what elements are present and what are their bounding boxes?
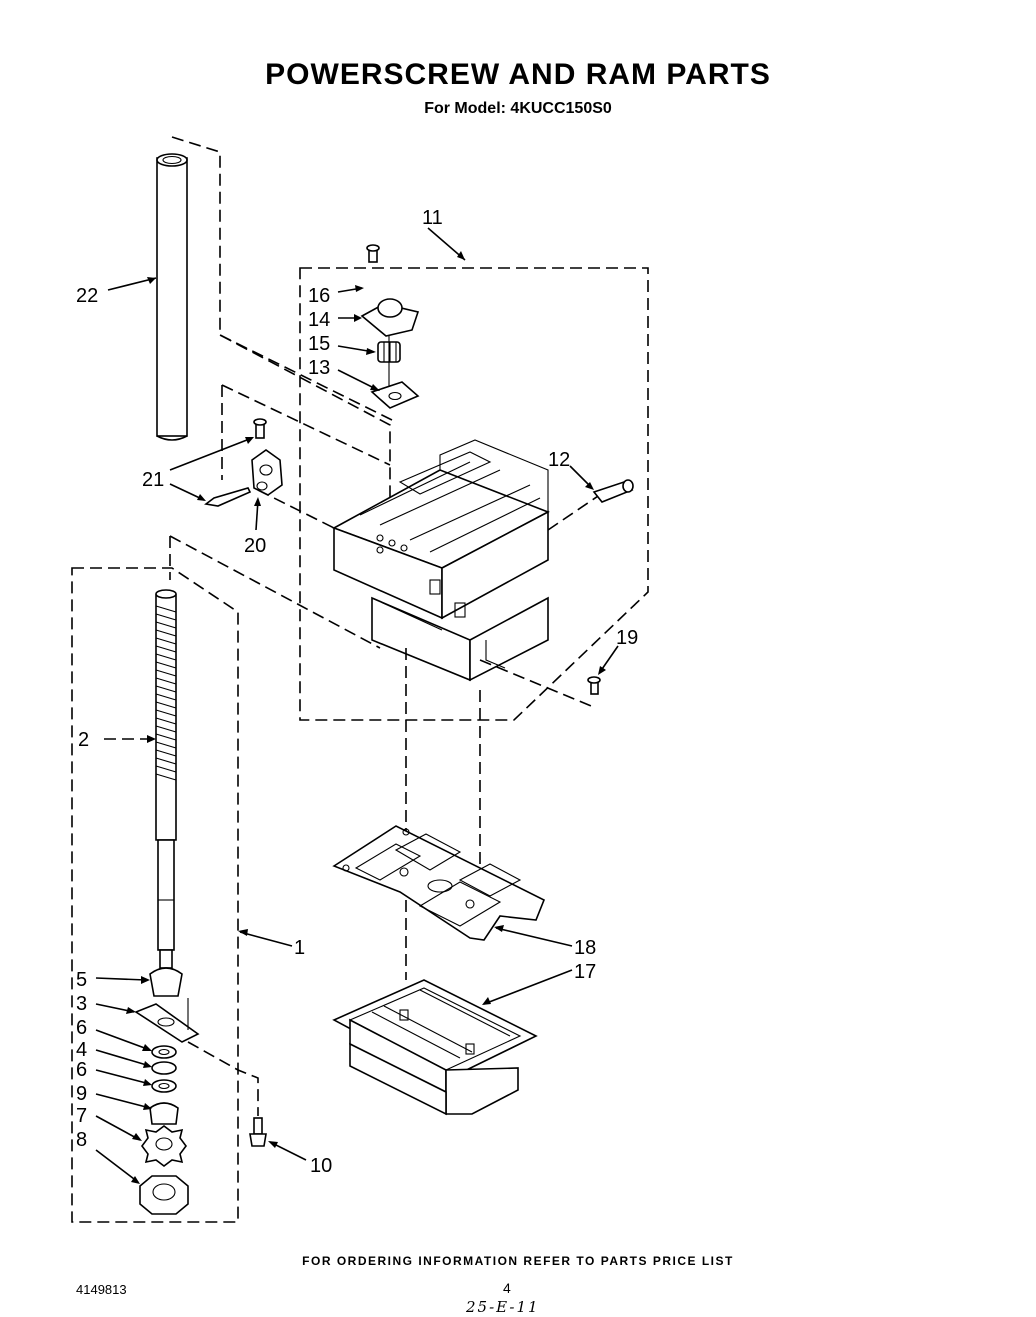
part-9-bearing	[149, 1102, 179, 1125]
part-8-nut	[139, 1175, 189, 1215]
part-5-bushing	[149, 967, 183, 997]
projection-line	[171, 136, 391, 530]
callout-3: 3	[76, 993, 87, 1015]
part-7-sprocket	[141, 1125, 187, 1167]
assembly-11-boundary	[299, 267, 649, 721]
document-number: 4149813	[76, 1282, 127, 1297]
part-6-washer-upper	[151, 1045, 177, 1059]
part-2-powerscrew	[155, 589, 177, 969]
part-12-pin	[592, 479, 634, 503]
part-17-pan	[332, 979, 538, 1116]
callout-22: 22	[76, 285, 98, 307]
callout-16: 16	[308, 285, 330, 307]
callout-2: 2	[78, 729, 89, 751]
callout-11: 11	[422, 207, 443, 229]
leader-lines	[95, 227, 619, 1184]
projection-line	[221, 384, 391, 466]
part-14-bracket	[360, 298, 420, 337]
projection-line	[257, 489, 335, 529]
housing-assembly	[332, 439, 550, 682]
projection-line	[187, 1041, 259, 1116]
part-19-screw	[587, 676, 601, 695]
callout-4: 4	[76, 1039, 87, 1061]
callout-6-lower: 6	[76, 1059, 87, 1081]
page-title: POWERSCREW AND RAM PARTS	[265, 58, 771, 91]
part-22-tube	[156, 153, 188, 441]
part-20-bracket	[251, 449, 283, 496]
part-18-gasket	[332, 825, 546, 941]
projection-line	[219, 334, 393, 421]
callout-1: 1	[294, 937, 305, 959]
callout-14: 14	[308, 309, 330, 331]
callout-6-upper: 6	[76, 1017, 87, 1039]
callout-12: 12	[548, 449, 570, 471]
callout-8: 8	[76, 1129, 87, 1151]
callout-19: 19	[616, 627, 638, 649]
projection-line	[479, 659, 597, 709]
callout-20: 20	[244, 535, 266, 557]
callout-7: 7	[76, 1105, 87, 1127]
part-13-plate	[370, 381, 420, 409]
model-subtitle: For Model: 4KUCC150S0	[424, 100, 612, 117]
callout-9: 9	[76, 1083, 87, 1105]
callout-21: 21	[142, 469, 164, 491]
assembly-1-boundary	[71, 567, 239, 1223]
callout-13: 13	[308, 357, 330, 379]
part-4-nut	[151, 1061, 177, 1075]
part-6-washer-lower	[151, 1079, 177, 1093]
part-10-screw	[249, 1117, 267, 1147]
callout-10: 10	[310, 1155, 332, 1177]
ordering-note: FOR ORDERING INFORMATION REFER TO PARTS …	[302, 1254, 734, 1268]
part-3-plate	[134, 998, 200, 1043]
callout-labels: 22 11 16 14 15 13 12 19 21 20 2 1 18 17 …	[76, 207, 638, 1177]
callout-15: 15	[308, 333, 330, 355]
projection-line	[547, 491, 605, 531]
part-21-screw	[204, 418, 267, 507]
callout-18: 18	[574, 937, 596, 959]
part-16-screw	[366, 244, 380, 263]
projection-line	[169, 535, 381, 649]
page-number: 4	[503, 1280, 511, 1296]
handwritten-note: 25-E-11	[466, 1298, 540, 1316]
callout-17: 17	[574, 961, 596, 983]
callout-5: 5	[76, 969, 87, 991]
